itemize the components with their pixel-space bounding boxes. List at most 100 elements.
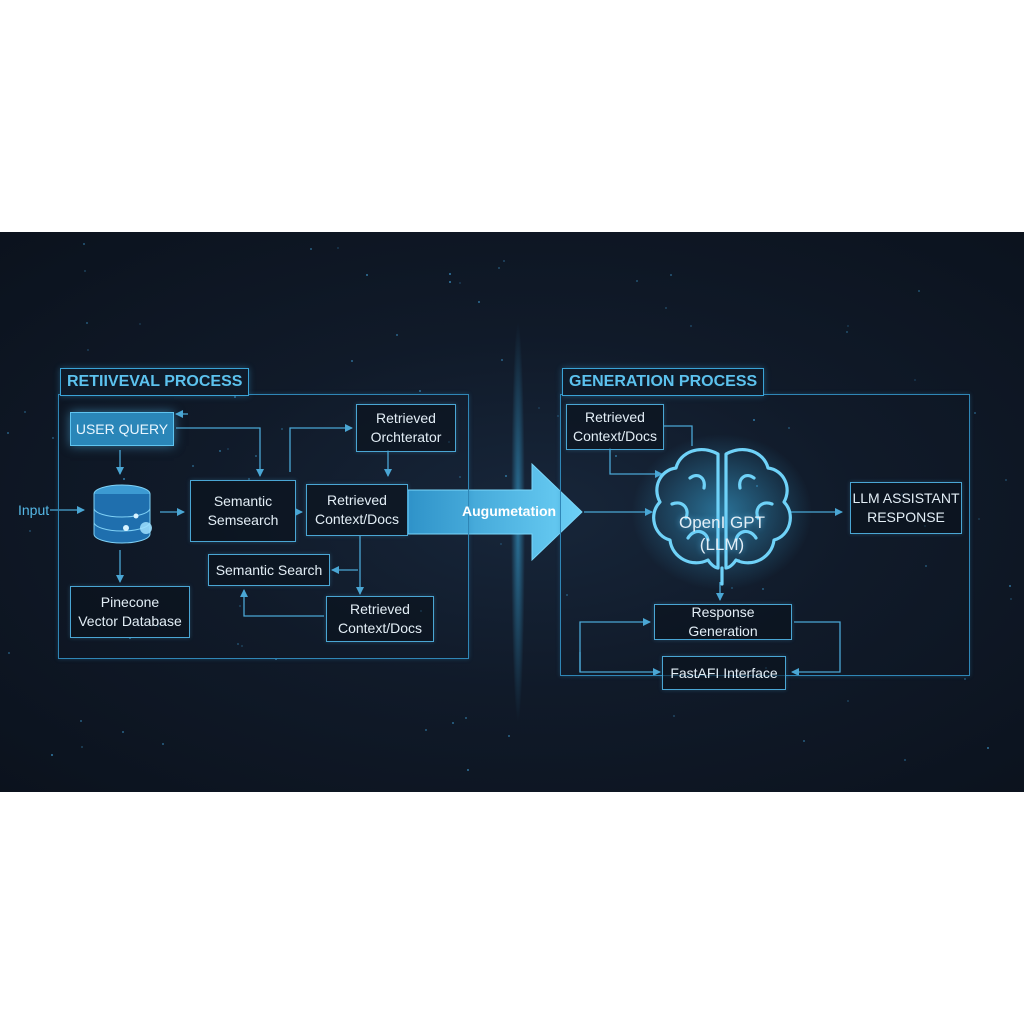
- star-dot: [234, 396, 236, 398]
- star-dot: [351, 360, 353, 362]
- star-dot: [241, 645, 243, 647]
- retrieval-title: RETIIVEVAL PROCESS: [60, 368, 250, 396]
- star-dot: [500, 543, 502, 545]
- star-dot: [80, 720, 82, 722]
- retrieved-docs-1-line-2: Context/Docs: [314, 511, 400, 527]
- star-dot: [925, 565, 927, 567]
- star-dot: [459, 282, 461, 284]
- star-dot: [904, 759, 906, 761]
- docs2-to-search2-arrow: [240, 589, 324, 617]
- star-dot: [139, 323, 141, 325]
- star-dot: [366, 274, 368, 276]
- brain-icon: [652, 448, 792, 586]
- user-query-label: USER QUERY: [75, 420, 169, 437]
- pinecone-line-1: Pinecone: [100, 594, 160, 610]
- star-dot: [459, 476, 461, 478]
- user-query-node[interactable]: USER QUERY: [70, 412, 174, 446]
- retrieved-docs-2-line-2: Context/Docs: [337, 620, 423, 636]
- query-to-semantic-arrow: [176, 427, 264, 477]
- star-dot: [237, 643, 239, 645]
- star-dot: [337, 247, 339, 249]
- loop-right: [791, 621, 841, 676]
- star-dot: [673, 715, 675, 717]
- star-dot: [227, 448, 229, 450]
- star-dot: [557, 415, 559, 417]
- brain-glow: [632, 434, 812, 590]
- star-dot: [762, 588, 764, 590]
- star-dot: [665, 307, 667, 309]
- semantic-search-node-1[interactable]: Semantic Semsearch: [190, 480, 296, 542]
- star-dot: [505, 475, 507, 477]
- star-dot: [129, 637, 131, 639]
- star-dot: [449, 281, 451, 283]
- llm-line-2: (LLM): [699, 535, 745, 554]
- retrieval-connectors: [50, 410, 392, 617]
- star-dot: [508, 735, 510, 737]
- star-dot: [275, 658, 277, 660]
- response-generation-node[interactable]: Response Generation: [654, 604, 792, 640]
- star-dot: [255, 455, 257, 457]
- star-dot: [81, 746, 83, 748]
- star-dot: [29, 530, 31, 532]
- star-dot: [51, 754, 53, 756]
- retrieved-docs-1-line-1: Retrieved: [327, 492, 387, 508]
- star-dot: [7, 432, 9, 434]
- star-dot: [670, 274, 672, 276]
- semantic-search-1-line-2: Semsearch: [207, 512, 279, 528]
- augmentation-arrow-icon: [407, 462, 583, 562]
- star-dot: [615, 455, 617, 457]
- star-dot: [425, 729, 427, 731]
- generation-docs-line-2: Context/Docs: [572, 428, 658, 444]
- orchestrator-node[interactable]: Retrieved Orchterator: [356, 404, 456, 452]
- star-dot: [974, 412, 976, 414]
- star-dot: [449, 273, 451, 275]
- assistant-response-line-2: RESPONSE: [867, 509, 945, 525]
- retrieval-panel: [58, 394, 469, 659]
- generation-docs-line-1: Retrieved: [585, 409, 645, 425]
- retrieved-docs-node-2[interactable]: Retrieved Context/Docs: [326, 596, 434, 642]
- star-dot: [162, 743, 164, 745]
- star-dot: [396, 334, 398, 336]
- star-dot: [86, 322, 88, 324]
- orchestrator-line-1: Retrieved: [376, 410, 436, 426]
- augmentation-label: Augumetation: [462, 503, 557, 519]
- llm-line-1: OpenI GPT: [679, 513, 765, 532]
- star-dot: [52, 437, 54, 439]
- star-dot: [690, 325, 692, 327]
- llm-label: OpenI GPT (LLM): [664, 512, 780, 556]
- star-dot: [498, 267, 500, 269]
- star-dot: [918, 290, 920, 292]
- database-icon: [93, 484, 152, 544]
- star-dot: [914, 379, 916, 381]
- star-dot: [753, 419, 755, 421]
- interface-label: FastAFI Interface: [670, 664, 778, 681]
- star-dot: [803, 740, 805, 742]
- star-dot: [846, 331, 848, 333]
- star-dot: [847, 700, 849, 702]
- star-dot: [419, 390, 421, 392]
- star-dot: [1010, 598, 1012, 600]
- retrieved-docs-node-1[interactable]: Retrieved Context/Docs: [306, 484, 408, 536]
- star-dot: [1009, 585, 1011, 587]
- star-dot: [83, 243, 85, 245]
- pinecone-node[interactable]: Pinecone Vector Database: [70, 586, 190, 638]
- star-dot: [987, 747, 989, 749]
- response-generation-label: Response Generation: [688, 604, 758, 639]
- star-dot: [452, 722, 454, 724]
- pinecone-line-2: Vector Database: [78, 613, 182, 629]
- connector-layer: [50, 322, 843, 722]
- input-label: Input: [18, 502, 50, 518]
- interface-node[interactable]: FastAFI Interface: [662, 656, 786, 690]
- star-dot: [465, 717, 467, 719]
- generation-retrieved-docs-node[interactable]: Retrieved Context/Docs: [566, 404, 664, 450]
- loop-left-bottom: [579, 652, 661, 676]
- orchestrator-line-2: Orchterator: [370, 429, 442, 445]
- star-dot: [538, 407, 540, 409]
- semantic-search-node-2[interactable]: Semantic Search: [208, 554, 330, 586]
- semantic-to-orchestrator-arrow: [289, 424, 353, 472]
- star-dot: [467, 769, 469, 771]
- star-dot: [566, 594, 568, 596]
- assistant-response-node[interactable]: LLM ASSISTANT RESPONSE: [850, 482, 962, 534]
- star-dot: [310, 248, 312, 250]
- star-dot: [122, 731, 124, 733]
